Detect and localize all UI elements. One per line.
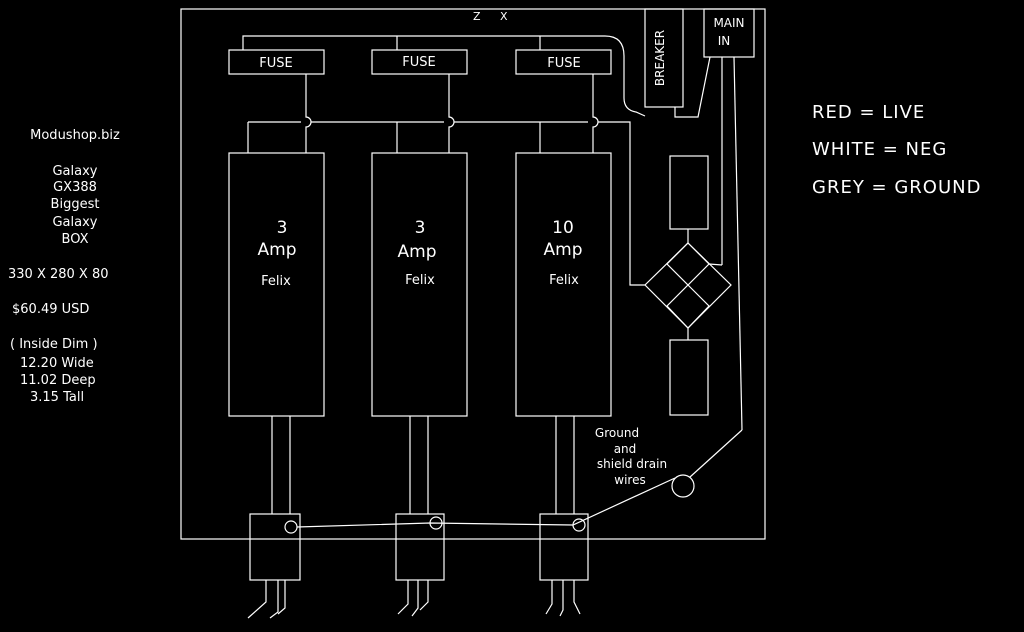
power-supply-1 xyxy=(228,152,325,417)
product-line-4: Galaxy xyxy=(52,215,98,230)
fuse-2 xyxy=(371,49,468,75)
connector-2 xyxy=(395,513,445,581)
axis-mark-z: Z xyxy=(473,10,481,23)
capacitor-upper xyxy=(669,155,709,230)
fuse-3-output xyxy=(592,74,599,153)
connector-1-tail xyxy=(247,580,286,619)
inside-dim-tall: 3.15 Tall xyxy=(30,390,85,405)
ground-note-line2: and xyxy=(614,442,637,456)
fuse-label-2: FUSE xyxy=(402,55,435,70)
inside-dim-heading: ( Inside Dim ) xyxy=(10,337,98,352)
enclosure-outline xyxy=(180,8,766,540)
connector-1-ground-lug xyxy=(284,520,298,534)
capacitor-lower xyxy=(669,339,709,416)
breaker-label: BREAKER xyxy=(653,30,667,86)
connector-1 xyxy=(249,513,301,581)
ground-note-line3: shield drain xyxy=(597,457,667,471)
inside-dim-wide: 12.20 Wide xyxy=(20,356,94,371)
product-line-1: Galaxy xyxy=(52,164,98,179)
supply-1-amps: 3 xyxy=(277,218,288,238)
supply-1-unit: Amp xyxy=(258,240,297,260)
fuse-label-1: FUSE xyxy=(259,56,292,71)
main-in-label-line2: IN xyxy=(718,34,731,48)
supply-3-amps: 10 xyxy=(552,218,574,238)
fuse-2-output xyxy=(448,74,455,153)
product-line-3: Biggest xyxy=(50,197,100,212)
fuse-label-3: FUSE xyxy=(547,56,580,71)
power-supply-2 xyxy=(371,152,468,417)
product-line-5: BOX xyxy=(61,232,89,247)
outer-dimensions: 330 X 280 X 80 xyxy=(8,267,109,282)
ground-junction xyxy=(671,474,695,498)
bridge-neg-link xyxy=(708,263,723,266)
price-label: $60.49 USD xyxy=(12,302,90,317)
ground-bus xyxy=(296,477,676,528)
bridge-rectifier-inner-2 xyxy=(666,284,710,329)
output-cable-1 xyxy=(271,416,291,514)
supply-2-brand: Felix xyxy=(405,273,435,288)
supply-2-amps: 3 xyxy=(415,218,426,238)
legend-live: RED = LIVE xyxy=(812,102,926,123)
fuse-3 xyxy=(515,49,612,75)
ground-to-main xyxy=(689,429,743,478)
legend-ground: GREY = GROUND xyxy=(812,177,982,198)
main-in-box xyxy=(703,8,755,58)
fuse-1-output xyxy=(305,74,312,153)
main-in-ground-wire xyxy=(733,56,743,431)
output-cable-3 xyxy=(555,416,575,514)
connector-2-tail xyxy=(397,580,429,617)
fuse-feed-bus xyxy=(242,35,646,117)
output-cable-2 xyxy=(409,416,429,514)
connector-3 xyxy=(539,513,589,581)
bridge-rectifier-inner xyxy=(666,242,710,286)
fuse-1 xyxy=(228,49,325,75)
main-in-label-line1: MAIN xyxy=(713,16,744,30)
product-line-2: GX388 xyxy=(53,180,97,195)
supply-2-unit: Amp xyxy=(398,242,437,262)
power-supply-3 xyxy=(515,152,612,417)
supply-1-brand: Felix xyxy=(261,274,291,289)
main-in-live-wire xyxy=(674,56,711,118)
supply-3-unit: Amp xyxy=(544,240,583,260)
ground-note-line1: Ground xyxy=(595,426,639,440)
return-bus xyxy=(248,121,645,286)
legend-neg: WHITE = NEG xyxy=(812,139,948,160)
site-label: Modushop.biz xyxy=(30,128,120,143)
connector-3-tail xyxy=(545,580,581,617)
supply-3-brand: Felix xyxy=(549,273,579,288)
axis-mark-x: X xyxy=(500,10,508,23)
breaker-box xyxy=(644,8,684,108)
ground-note-line4: wires xyxy=(614,473,645,487)
inside-dim-deep: 11.02 Deep xyxy=(20,373,96,388)
